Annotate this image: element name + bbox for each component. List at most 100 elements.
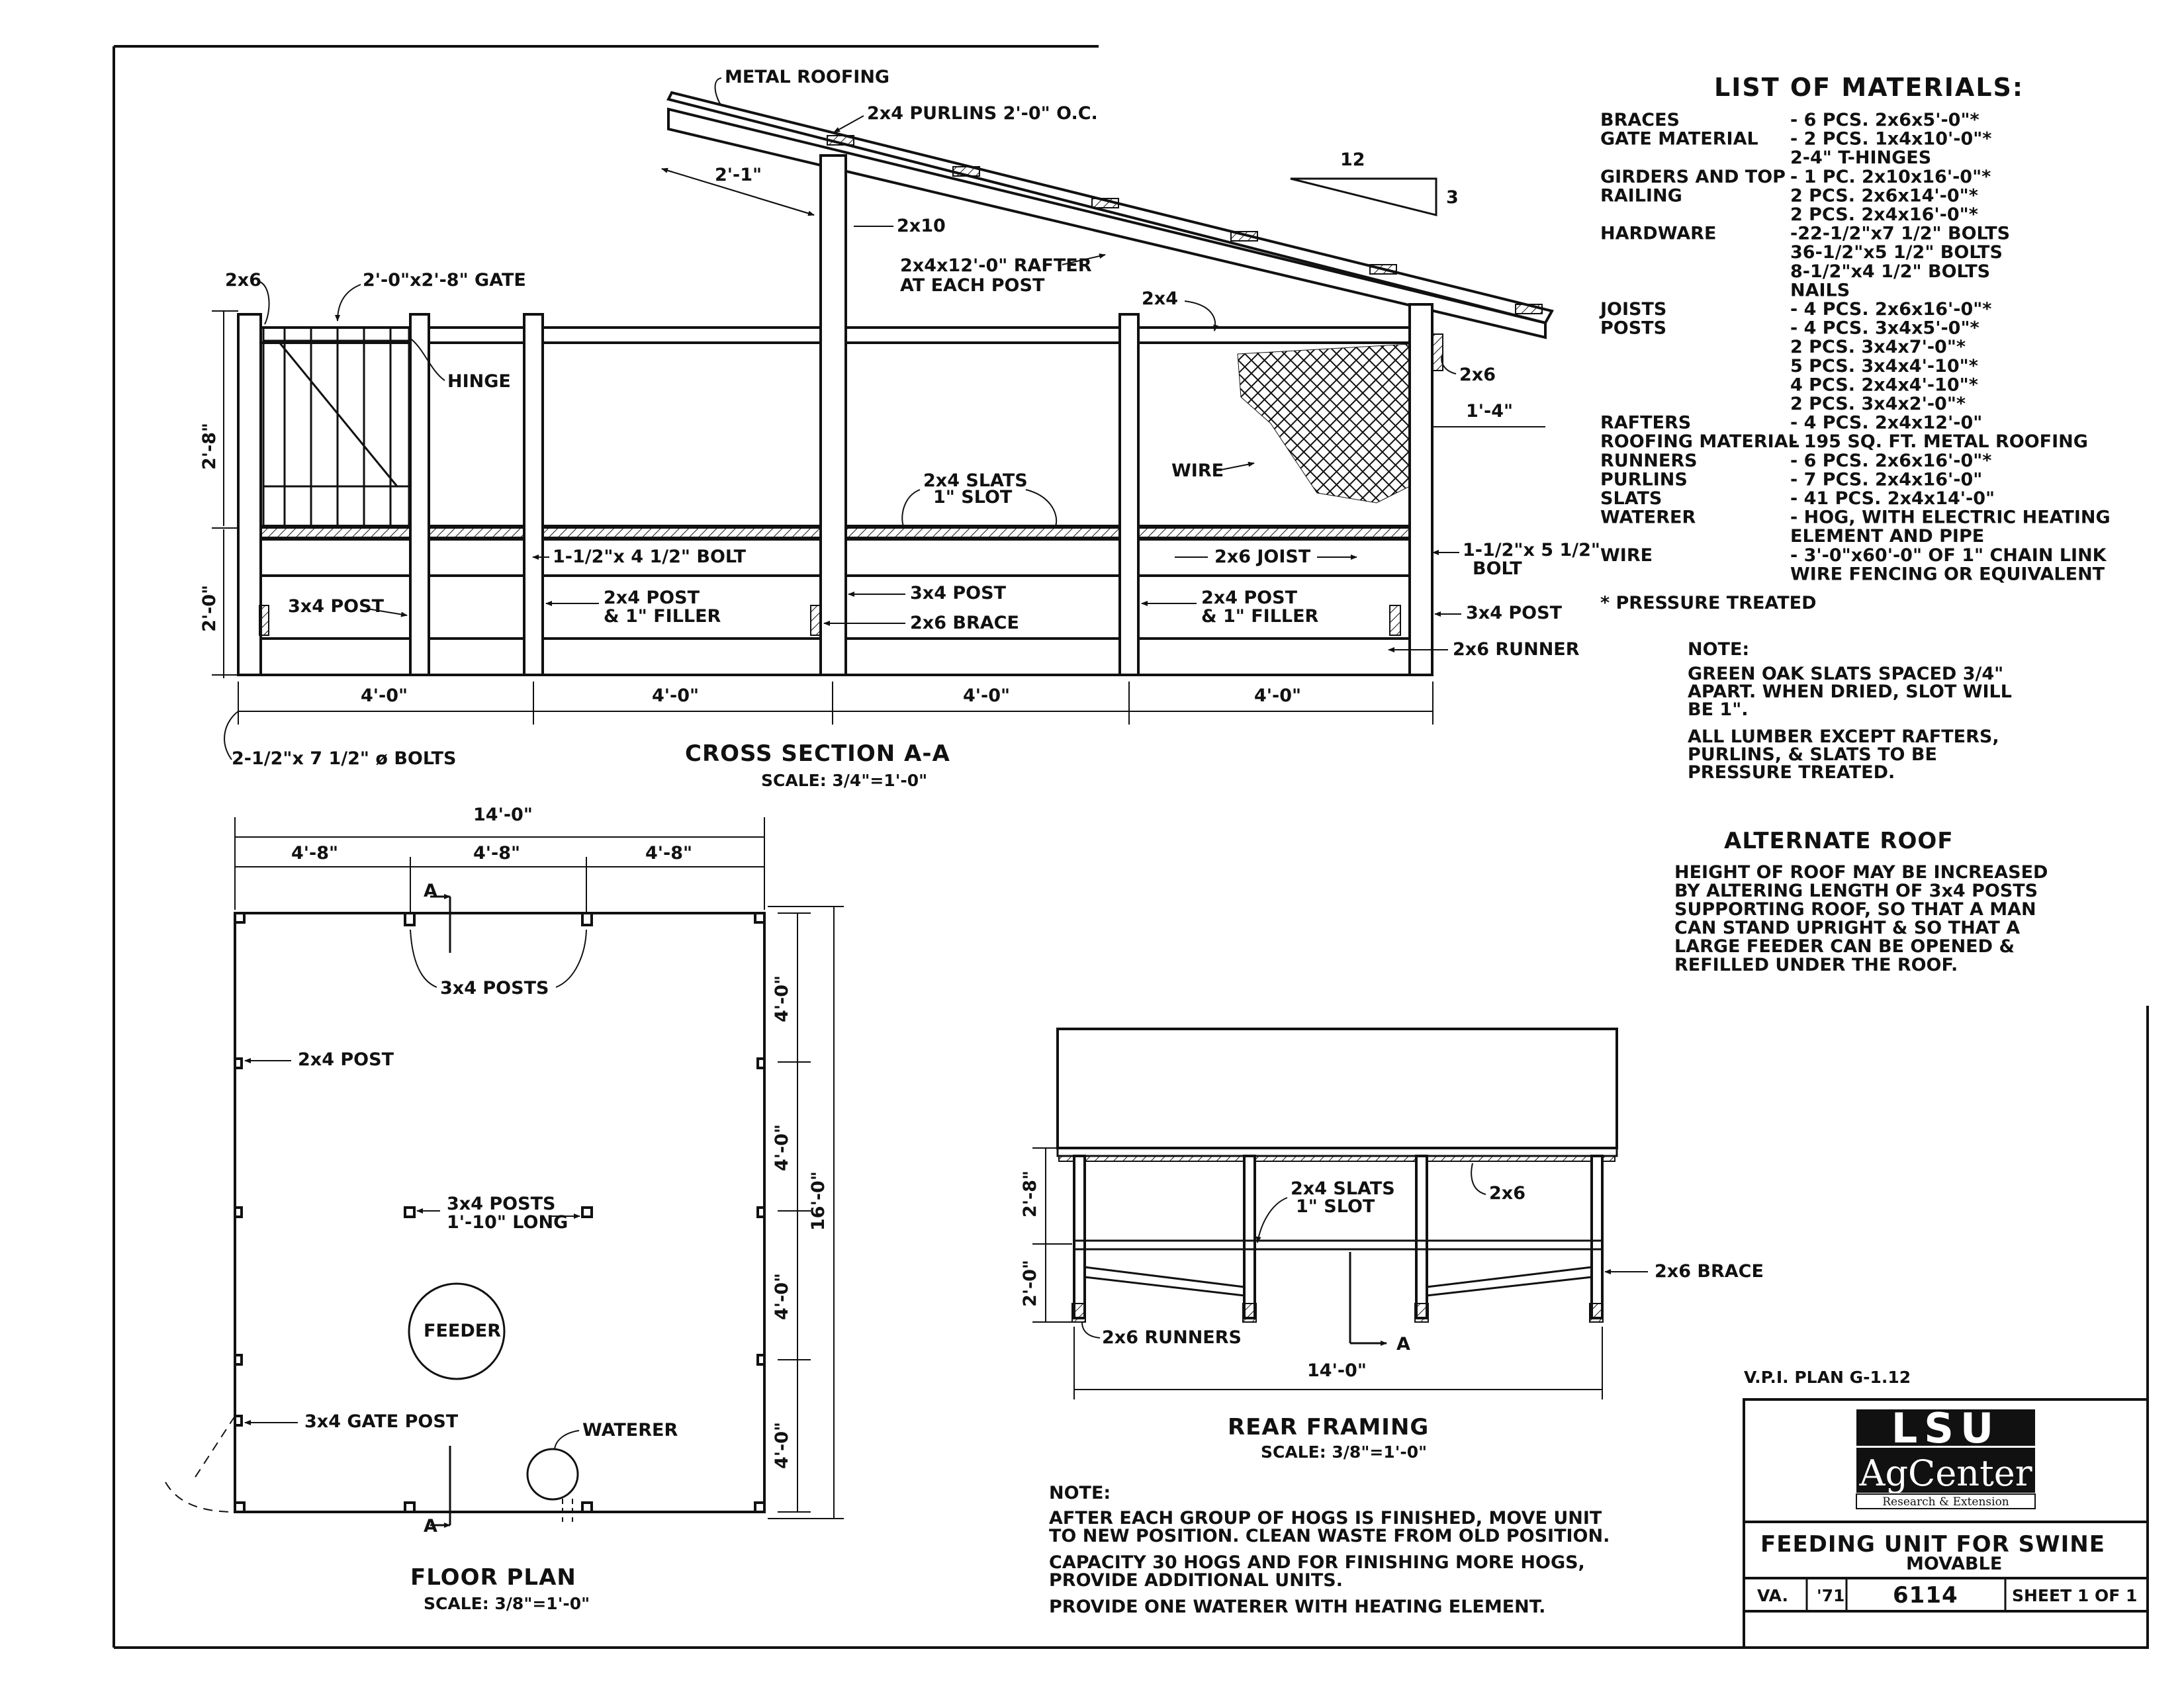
rear-framing-drawing	[1056, 1028, 1618, 1346]
rear-height-lower: 2'-0"	[1020, 1260, 1040, 1307]
rafter-label-1: 2x4x12'-0" RAFTER	[900, 255, 1092, 276]
materials-title: LIST OF MATERIALS:	[1714, 73, 2024, 102]
material-quantity: - 4 PCS. 2x6x16'-0"*	[1790, 299, 1991, 320]
post-2x4-a-label-2: & 1" FILLER	[604, 606, 721, 627]
rear-framing-title: REAR FRAMING	[1228, 1414, 1429, 1440]
material-quantity: - 1 PC. 2x10x16'-0"*	[1790, 167, 1991, 187]
cross-section-scale: SCALE: 3/4"=1'-0"	[761, 771, 927, 790]
cross-section-labels: METAL ROOFING 2x4 PURLINS 2'-0" O.C. 2'-…	[199, 67, 1600, 790]
year: '71	[1817, 1586, 1844, 1605]
height-upper-label: 2'-8"	[199, 423, 220, 470]
post	[1408, 303, 1433, 676]
material-item: SLATS	[1600, 488, 1662, 509]
rear-height-upper: 2'-8"	[1020, 1171, 1040, 1217]
post	[1118, 313, 1140, 676]
material-item: HARDWARE	[1600, 224, 1716, 244]
material-item: BRACES	[1600, 110, 1680, 130]
note-bottom-line: AFTER EACH GROUP OF HOGS IS FINISHED, MO…	[1049, 1508, 1602, 1528]
dim-4: 4'-0"	[1254, 686, 1301, 706]
purlin	[1091, 198, 1119, 208]
note-bottom: NOTE: AFTER EACH GROUP OF HOGS IS FINISH…	[1049, 1483, 1610, 1617]
waterer-label: WATERER	[582, 1420, 678, 1440]
rear-section-a: A	[1396, 1334, 1410, 1354]
note-bottom-line: PROVIDE ADDITIONAL UNITS.	[1049, 1570, 1343, 1591]
material-item: POSTS	[1600, 318, 1666, 339]
height-lower-label: 2'-0"	[199, 585, 220, 632]
rear-slats-label-1: 2x4 SLATS	[1291, 1178, 1395, 1199]
material-quantity: - 6 PCS. 2x6x5'-0"*	[1790, 110, 1979, 130]
material-quantity: 2 PCS. 3x4x2'-0"*	[1790, 394, 1966, 414]
material-quantity: - 4 PCS. 3x4x5'-0"*	[1790, 318, 1979, 339]
purlin	[1369, 264, 1397, 275]
rear-2x6-label: 2x6	[1489, 1183, 1525, 1204]
posts-top-label: 3x4 POSTS	[440, 978, 549, 998]
cross-section-title: CROSS SECTION A-A	[685, 740, 950, 767]
material-item: ROOFING MATERIAL	[1600, 431, 1799, 452]
rear-framing-labels: 2'-8" 2'-0" 2x4 SLATS 1" SLOT 2x6 2x6 BR…	[1020, 1147, 1764, 1462]
wire-mesh	[1237, 343, 1410, 504]
bolt-label-1: 1-1/2"x 4 1/2" BOLT	[553, 547, 747, 567]
rear-roof	[1056, 1028, 1618, 1149]
note-right-line: ALL LUMBER EXCEPT RAFTERS,	[1688, 727, 1999, 747]
floor-dim-total: 14'-0"	[473, 805, 533, 825]
floor-dim-v-total: 16'-0"	[808, 1171, 829, 1231]
purlins-label: 2x4 PURLINS 2'-0" O.C.	[867, 103, 1098, 124]
post	[409, 313, 430, 676]
dim-1: 4'-0"	[361, 686, 408, 706]
posts-mid-label-1: 3x4 POSTS	[447, 1194, 555, 1214]
section-a-top: A	[424, 881, 437, 901]
note-bottom-line: CAPACITY 30 HOGS AND FOR FINISHING MORE …	[1049, 1552, 1585, 1573]
material-item: PURLINS	[1600, 469, 1688, 490]
sheet-number: SHEET 1 OF 1	[2012, 1586, 2137, 1605]
floor-dim-2: 4'-8"	[473, 843, 520, 863]
alternate-roof: ALTERNATE ROOF HEIGHT OF ROOF MAY BE INC…	[1674, 828, 2048, 975]
slope-rise-label: 3	[1446, 187, 1459, 208]
material-quantity: 2-4" T-HINGES	[1790, 148, 1931, 168]
material-quantity: - 2 PCS. 1x4x10'-0"*	[1790, 129, 1991, 150]
2x10-label: 2x10	[897, 216, 946, 236]
2x6-right-label: 2x6	[1459, 365, 1496, 385]
purlin	[827, 135, 854, 146]
rear-dim: 14'-0"	[1307, 1360, 1367, 1381]
note-bottom-line: PROVIDE ONE WATERER WITH HEATING ELEMENT…	[1049, 1597, 1545, 1617]
drawing-title: FEEDING UNIT FOR SWINE	[1760, 1531, 2105, 1558]
bolt-label-2b: BOLT	[1473, 558, 1522, 579]
gate	[262, 326, 410, 527]
dim-3: 4'-0"	[963, 686, 1010, 706]
runner-label: 2x6 RUNNER	[1453, 639, 1580, 660]
slope-indicator	[1290, 177, 1437, 216]
drawing-number: 6114	[1893, 1582, 1958, 1609]
material-quantity: - 41 PCS. 2x4x14'-0"	[1790, 488, 1995, 509]
material-quantity: - 195 SQ. FT. METAL ROOFING	[1790, 431, 2088, 452]
2x4-label: 2x4	[1142, 288, 1178, 309]
joist-label: 2x6 JOIST	[1214, 547, 1311, 567]
note-bottom-line: TO NEW POSITION. CLEAN WASTE FROM OLD PO…	[1049, 1526, 1610, 1546]
gate-post-label: 3x4 GATE POST	[304, 1411, 459, 1432]
note-right-head: NOTE:	[1688, 639, 1749, 660]
purlin	[1515, 304, 1543, 314]
post-2x4-b-label-2: & 1" FILLER	[1201, 606, 1319, 627]
material-quantity: - 3'-0"x60'-0" OF 1" CHAIN LINK	[1790, 545, 2107, 566]
material-item: GIRDERS AND TOP	[1600, 167, 1786, 187]
alternate-roof-title: ALTERNATE ROOF	[1724, 828, 1954, 854]
post-3x4-left-label: 3x4 POST	[288, 596, 385, 617]
wire-label: WIRE	[1171, 461, 1224, 481]
material-quantity: 2 PCS. 2x6x14'-0"*	[1790, 185, 1978, 206]
material-item: WIRE	[1600, 545, 1653, 566]
materials-footnote: * PRESSURE TREATED	[1600, 593, 1817, 613]
feeder-circle	[408, 1282, 506, 1380]
material-quantity: -22-1/2"x7 1/2" BOLTS	[1790, 224, 2010, 244]
posts-mid-label-2: 1'-10" LONG	[447, 1212, 568, 1233]
note-bottom-head: NOTE:	[1049, 1483, 1111, 1503]
floor-dim-1: 4'-8"	[291, 843, 338, 863]
note-right-line: PURLINS, & SLATS TO BE	[1688, 744, 1937, 765]
material-quantity: 8-1/2"x4 1/2" BOLTS	[1790, 261, 1990, 282]
floor-plan-drawing	[165, 894, 766, 1528]
material-quantity: ELEMENT AND PIPE	[1790, 526, 1984, 547]
post-tall	[819, 154, 847, 676]
alternate-roof-line: BY ALTERING LENGTH OF 3x4 POSTS	[1674, 881, 2038, 901]
post	[523, 313, 544, 676]
floor-dim-v2: 4'-0"	[772, 1124, 792, 1171]
metal-roofing-label: METAL ROOFING	[725, 67, 889, 87]
